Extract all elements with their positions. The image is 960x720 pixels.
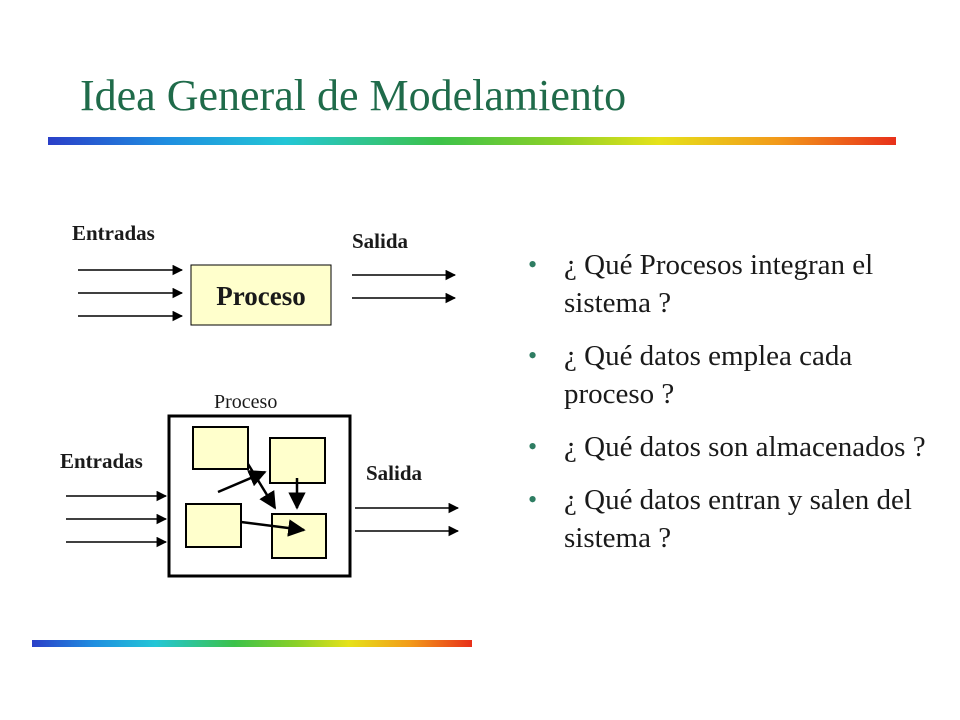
slide-title: Idea General de Modelamiento [80, 71, 627, 120]
subprocess-box-2 [269, 437, 326, 484]
subprocess-box-3 [185, 503, 242, 548]
top-accent-bar [48, 137, 896, 145]
bottom-accent-bar [32, 640, 472, 647]
question-item: • ¿ Qué Procesos integran el sistema ? [528, 246, 948, 322]
top-process-box [190, 264, 332, 326]
top-output-arrows [352, 269, 457, 304]
question-item: • ¿ Qué datos son almacenados ? [528, 428, 948, 466]
top-output-label: Salida [352, 229, 409, 253]
bullet-dot-icon: • [528, 250, 538, 279]
question-item: • ¿ Qué datos emplea cada proceso ? [528, 337, 948, 413]
flow-arrow-3-to-4 [240, 519, 306, 537]
question-text: ¿ Qué datos entran y salen del sistema ? [564, 484, 912, 554]
question-text: ¿ Qué datos son almacenados ? [564, 431, 926, 463]
question-text: ¿ Qué Procesos integran el sistema ? [564, 249, 874, 319]
subprocess-box-1 [192, 426, 249, 470]
question-list: • ¿ Qué Procesos integran el sistema ? •… [528, 246, 948, 572]
flow-arrow-1-to-4 [246, 463, 277, 510]
top-inputs-label: Entradas [72, 221, 155, 245]
bottom-inputs-label: Entradas [60, 449, 143, 473]
flow-arrow-3-to-2 [217, 470, 267, 494]
bullet-dot-icon: • [528, 341, 538, 370]
bottom-output-arrows [355, 502, 460, 537]
bullet-dot-icon: • [528, 432, 538, 461]
question-text: ¿ Qué datos emplea cada proceso ? [564, 340, 853, 410]
bullet-dot-icon: • [528, 485, 538, 514]
top-process-label: Proceso [216, 281, 305, 311]
bottom-container-label: Proceso [214, 391, 277, 413]
top-input-arrows [78, 264, 184, 322]
bottom-output-label: Salida [366, 461, 423, 485]
subprocess-box-4 [271, 513, 327, 559]
internal-flow-arrows [217, 463, 306, 537]
bottom-input-arrows [66, 490, 168, 548]
question-item: • ¿ Qué datos entran y salen del sistema… [528, 481, 948, 557]
